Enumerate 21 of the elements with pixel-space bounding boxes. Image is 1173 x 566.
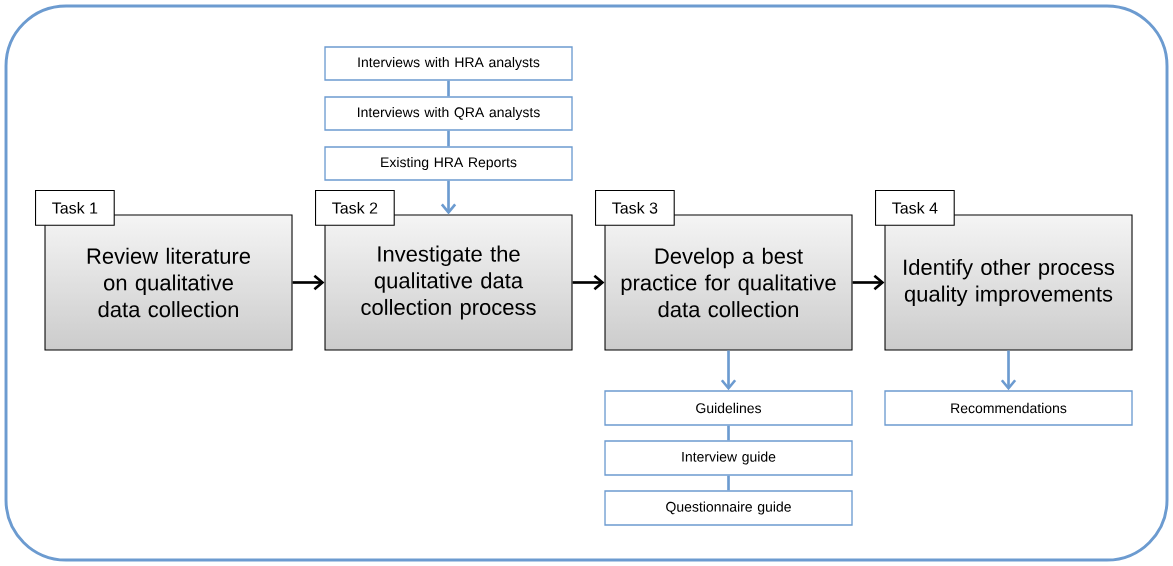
item-box: Interviews with HRA analysts (324, 46, 573, 81)
task-tab: Task 3 (595, 190, 675, 226)
task-box: Investigate the qualitative data collection process (324, 214, 573, 351)
arrow (1000, 350, 1017, 391)
arrow (852, 274, 885, 291)
task-box: Develop a best practice for qualitative data collection (604, 214, 853, 351)
item-box: Interviews with QRA analysts (324, 96, 573, 131)
task-tab: Task 1 (35, 190, 115, 226)
item-box: Interview guide (604, 440, 853, 476)
item-box: Recommendations (884, 390, 1133, 426)
item-box: Guidelines (604, 390, 853, 426)
task-box: Identify other process quality improvements (884, 214, 1133, 351)
task-box: Review literature on qualitative data collection (44, 214, 293, 351)
arrow (572, 274, 605, 291)
arrow (720, 350, 737, 391)
item-box: Existing HRA Reports (324, 146, 573, 181)
item-box: Questionnaire guide (604, 490, 853, 526)
arrow (292, 274, 325, 291)
task-tab: Task 2 (315, 190, 395, 226)
task-tab: Task 4 (875, 190, 955, 226)
arrow (440, 180, 457, 215)
